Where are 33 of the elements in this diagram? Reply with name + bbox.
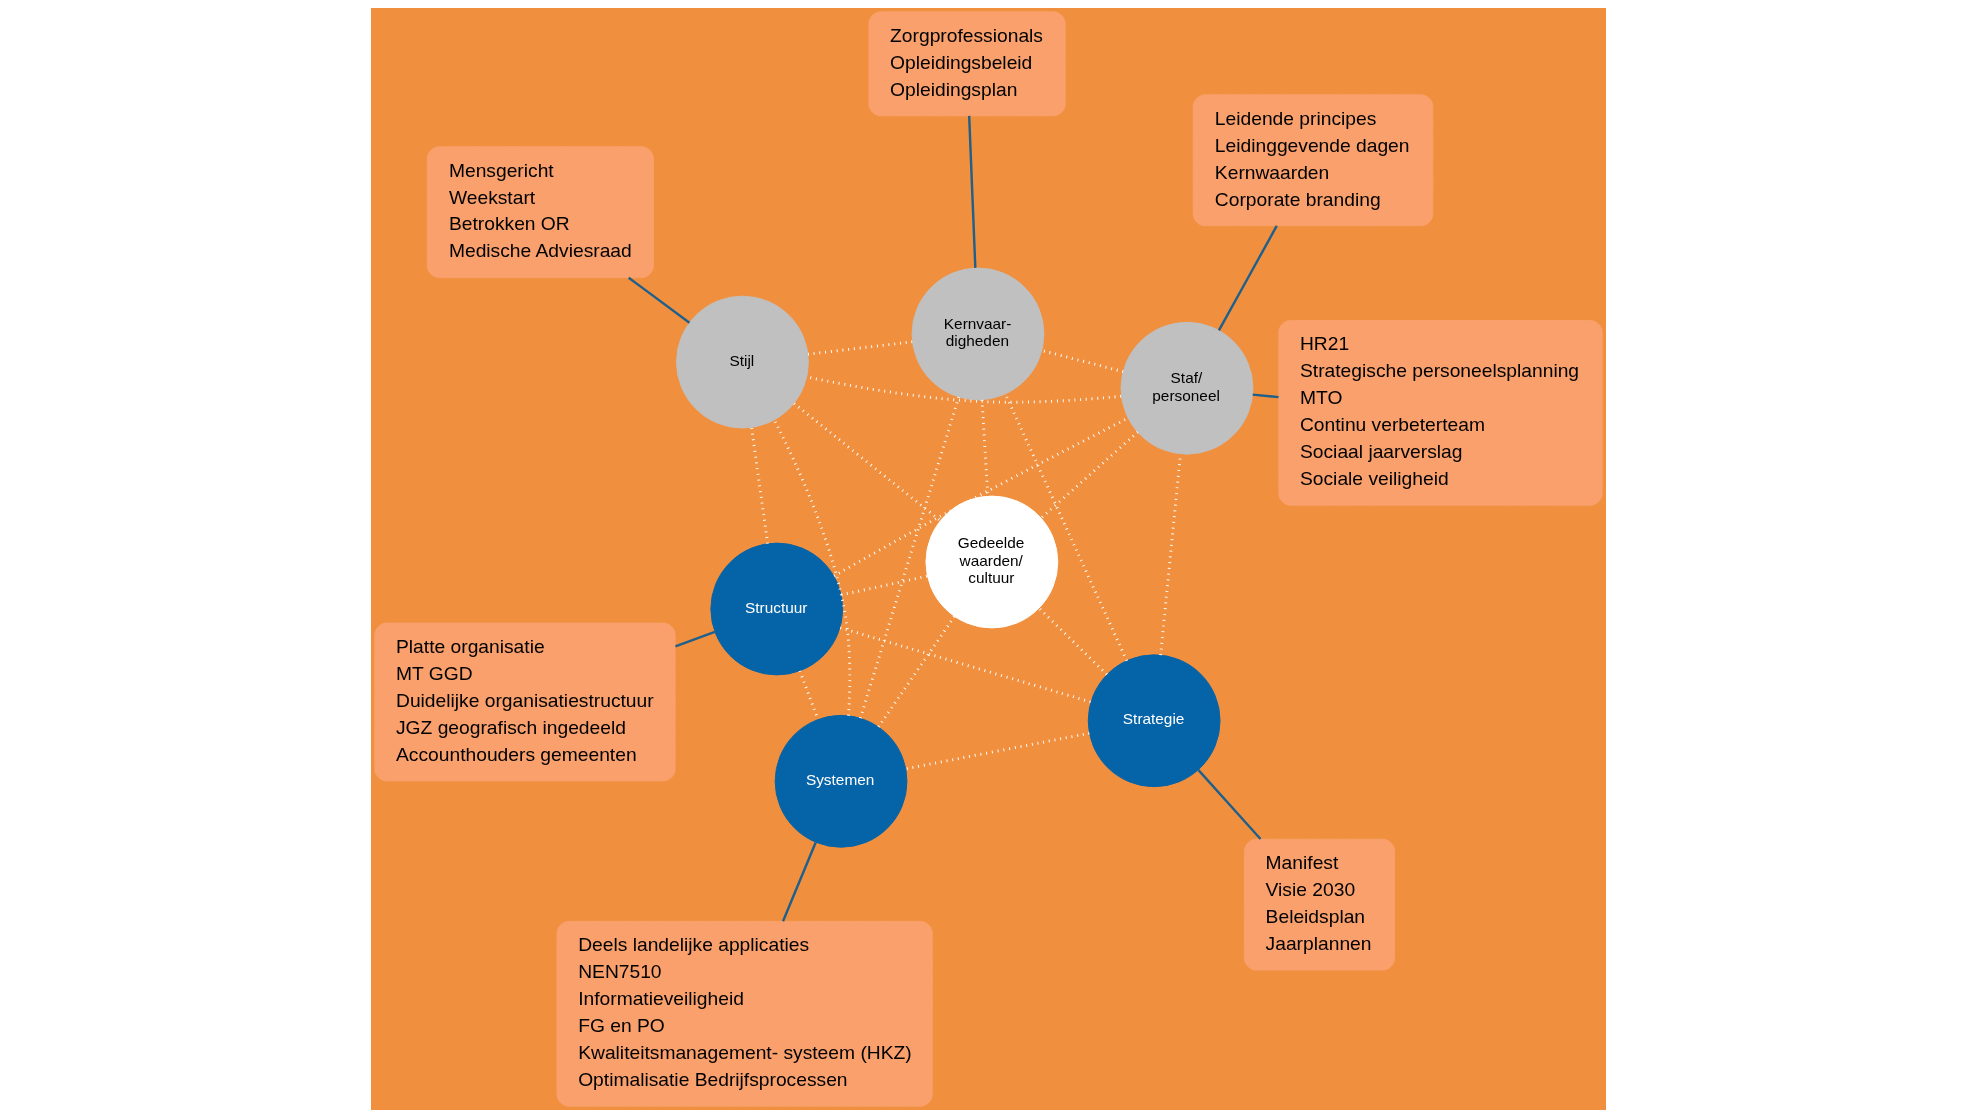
node-circle: Systemen [774, 714, 907, 848]
node-box: Deels landelijke applicaties NEN7510 Informatieveiligheid FG en PO Kwaliteitsmanagement- systeem (HKZ) Optimalisatie Bedrijfsprocessen [556, 920, 933, 1107]
node-circle: Stijl [675, 295, 809, 429]
connector [1196, 769, 1261, 840]
connector [840, 574, 928, 597]
node-box: Leidende principes Leidinggevende dagen Kernwaarden Corporate branding [1192, 94, 1433, 227]
connector [627, 276, 690, 324]
connector [1037, 607, 1108, 676]
connector [839, 626, 1091, 704]
node-box: Mensgericht Weekstart Betrokken OR Medische Adviesraad [426, 146, 654, 279]
connector [674, 630, 715, 648]
node-circle: Strategie [1087, 654, 1221, 788]
connector [1217, 225, 1278, 331]
connector [749, 427, 769, 544]
connector [905, 731, 1090, 771]
node-box: Platte organisatie MT GGD Duidelijke organisatiestructuur JGZ geografisch ingedeeld Accounthouders gemeenten [373, 622, 676, 782]
connector [792, 402, 941, 522]
connector [876, 615, 955, 728]
node-circle: Structuur [709, 542, 843, 676]
connector [967, 115, 977, 268]
node-box: Manifest Visie 2030 Beleidsplan Jaarplannen [1243, 838, 1395, 971]
node-box: Zorgprofessionals Opleidingsbeleid Opleidingsplan [867, 11, 1066, 117]
connector [807, 340, 912, 356]
node-circle: Kernvaar- digheden [911, 267, 1044, 401]
node-circle: Staf/ personeel [1120, 321, 1253, 455]
node-circle: Gedeelde waarden/ cultuur [924, 495, 1058, 629]
connector [772, 419, 851, 716]
connector [858, 396, 960, 719]
connector [1039, 431, 1139, 519]
node-box: HR21 Strategische personeelsplanning MTO Continu verbeterteam Sociaal jaarverslag Sociale veiligheid [1277, 319, 1603, 506]
connector [1041, 349, 1123, 374]
connector [781, 842, 817, 922]
connector [1252, 393, 1279, 399]
